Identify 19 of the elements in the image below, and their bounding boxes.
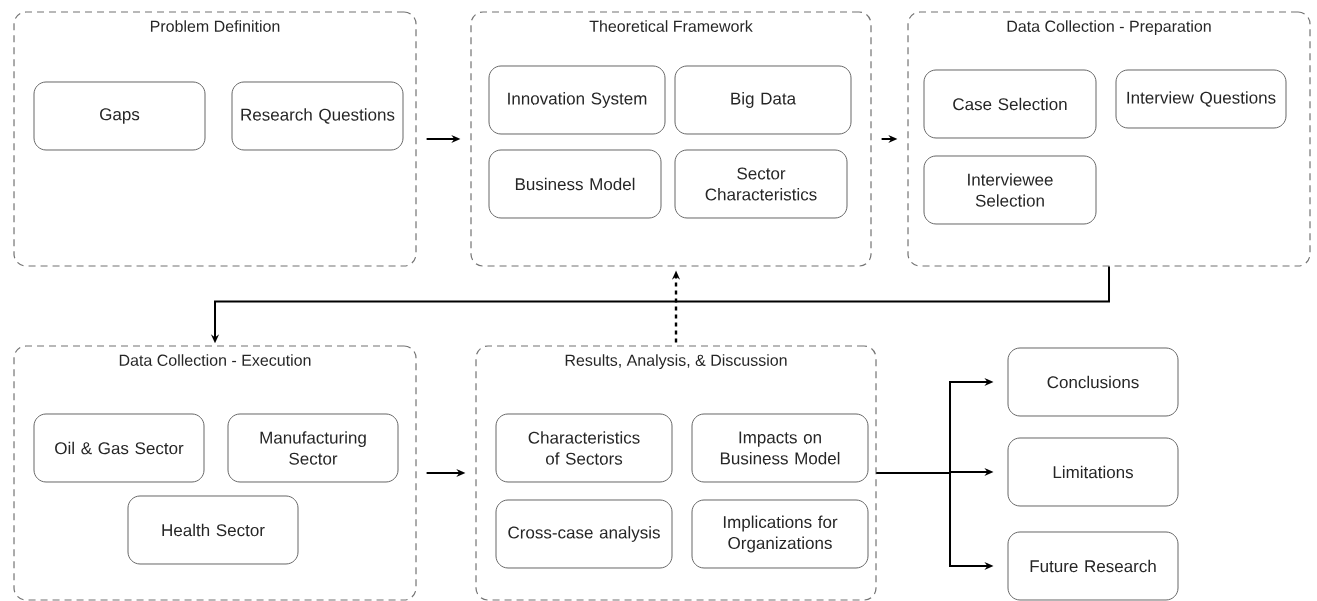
process-box: Interview Questions: [1115, 69, 1287, 129]
process-box: Gaps: [33, 81, 206, 151]
process-box: Implications for Organizations: [691, 499, 869, 569]
process-box: Cross-case analysis: [495, 499, 673, 569]
process-box: Characteristics of Sectors: [495, 413, 673, 483]
process-box: Health Sector: [127, 495, 299, 565]
process-box: Limitations: [1007, 437, 1179, 507]
process-box: Big Data: [674, 65, 852, 135]
process-box: Innovation System: [488, 65, 666, 135]
process-box: Business Model: [488, 149, 662, 219]
process-box: Conclusions: [1007, 347, 1179, 417]
process-box: Case Selection: [923, 69, 1097, 139]
process-box: Interviewee Selection: [923, 155, 1097, 225]
process-box: Sector Characteristics: [674, 149, 848, 219]
process-box: Impacts on Business Model: [691, 413, 869, 483]
process-box: Oil & Gas Sector: [33, 413, 205, 483]
process-box: Research Questions: [231, 81, 404, 151]
process-box: Future Research: [1007, 531, 1179, 601]
process-box: Manufacturing Sector: [227, 413, 399, 483]
